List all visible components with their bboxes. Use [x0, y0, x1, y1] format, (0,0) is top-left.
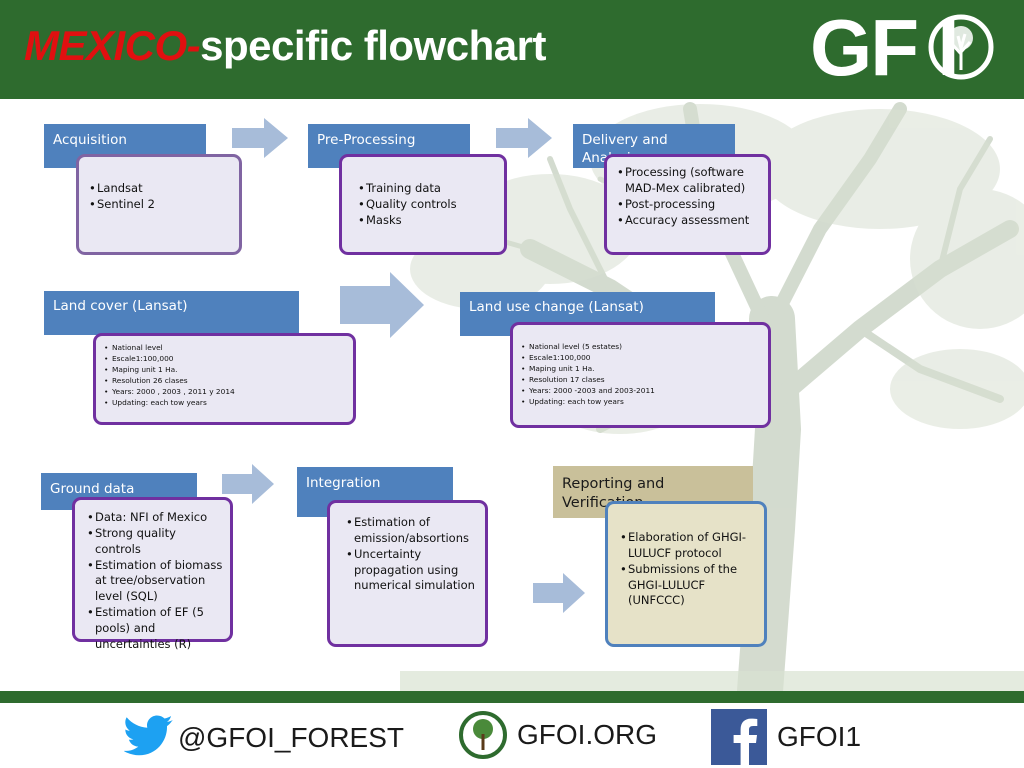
step-landuse-title: Land use change (Lansat): [469, 299, 644, 315]
list-item: Quality controls: [358, 197, 496, 213]
arrow-landcover-to-landuse: [340, 272, 424, 338]
twitter-handle-link[interactable]: @GFOI_FOREST: [178, 722, 404, 753]
list-item: Data: NFI of Mexico: [87, 510, 224, 526]
gfoi-tree-logo-icon: [459, 711, 507, 759]
list-item: Resolution 26 clases: [104, 376, 347, 387]
footer: @GFOI_FOREST GFOI.ORG GFOI1: [0, 703, 1024, 768]
arrow-ground-to-integration: [222, 464, 274, 504]
title-highlight: MEXICO-: [24, 22, 201, 69]
list-item: Maping unit 1 Ha.: [521, 364, 762, 375]
facebook-icon[interactable]: [711, 709, 767, 765]
list-item: Updating: each tow years: [521, 397, 762, 408]
list-item: Uncertainty propagation using numerical …: [346, 547, 479, 595]
arrow-acq-to-pre: [232, 118, 288, 158]
list-item: Strong quality controls: [87, 526, 224, 558]
arrow-integration-to-reporting: [533, 573, 585, 613]
list-item: Escale1:100,000: [521, 353, 762, 364]
list-item: Years: 2000 -2003 and 2003-2011: [521, 386, 762, 397]
step-preprocessing-title: Pre-Processing: [317, 132, 416, 148]
twitter-icon[interactable]: [124, 715, 174, 757]
list-item: Estimation of EF (5 pools) and uncertain…: [87, 605, 224, 653]
step-integration-box: Estimation of emission/absortions Uncert…: [327, 500, 488, 647]
list-item: Sentinel 2: [89, 197, 231, 213]
step-preprocessing-header: Pre-Processing: [308, 124, 470, 168]
gfoi-logo: GF I: [810, 3, 1015, 92]
list-item: Masks: [358, 213, 496, 229]
list-item: Landsat: [89, 181, 231, 197]
list-item: Accuracy assessment: [617, 213, 762, 229]
step-landcover-box: National level Escale1:100,000 Maping un…: [93, 333, 356, 425]
step-acquisition-box: Landsat Sentinel 2: [76, 154, 242, 255]
list-item: National level: [104, 343, 347, 354]
slide-title: MEXICO-specific flowchart: [24, 22, 546, 70]
arrow-pre-to-delivery: [496, 118, 552, 158]
list-item: Post-processing: [617, 197, 762, 213]
step-ground-title: Ground data: [50, 481, 135, 497]
list-item: Training data: [358, 181, 496, 197]
website-link[interactable]: GFOI.ORG: [517, 719, 657, 750]
footer-bar: [0, 691, 1024, 703]
step-landcover-title: Land cover (Lansat): [53, 298, 188, 314]
step-delivery-box: Processing (software MAD-Mex calibrated)…: [604, 154, 771, 255]
step-preprocessing-box: Training data Quality controls Masks: [339, 154, 507, 255]
list-item: Processing (software MAD-Mex calibrated): [617, 165, 762, 197]
list-item: Elaboration of GHGI-LULUCF protocol: [620, 530, 758, 562]
step-acquisition-title: Acquisition: [53, 132, 127, 148]
list-item: Resolution 17 clases: [521, 375, 762, 386]
logo-text: GF I: [810, 3, 960, 92]
step-reporting-box: Elaboration of GHGI-LULUCF protocol Subm…: [605, 501, 767, 647]
list-item: Escale1:100,000: [104, 354, 347, 365]
list-item: Estimation of emission/absortions: [346, 515, 479, 547]
step-ground-box: Data: NFI of Mexico Strong quality contr…: [72, 497, 233, 651]
logo-tree-icon: [928, 14, 994, 80]
step-integration-title: Integration: [306, 475, 381, 491]
step-landcover-header: Land cover (Lansat): [44, 291, 299, 335]
title-rest: specific flowchart: [200, 22, 546, 69]
step-landuse-box: National level (5 estates) Escale1:100,0…: [510, 322, 771, 428]
facebook-handle-link[interactable]: GFOI1: [777, 721, 862, 752]
list-item: Maping unit 1 Ha.: [104, 365, 347, 376]
list-item: Years: 2000 , 2003 , 2011 y 2014: [104, 387, 347, 398]
header-bar: MEXICO-specific flowchart GF I: [0, 0, 1024, 99]
list-item: Estimation of biomass at tree/observatio…: [87, 558, 224, 606]
list-item: Submissions of the GHGI-LULUCF (UNFCCC): [620, 562, 758, 610]
list-item: Updating: each tow years: [104, 398, 347, 409]
list-item: National level (5 estates): [521, 342, 762, 353]
